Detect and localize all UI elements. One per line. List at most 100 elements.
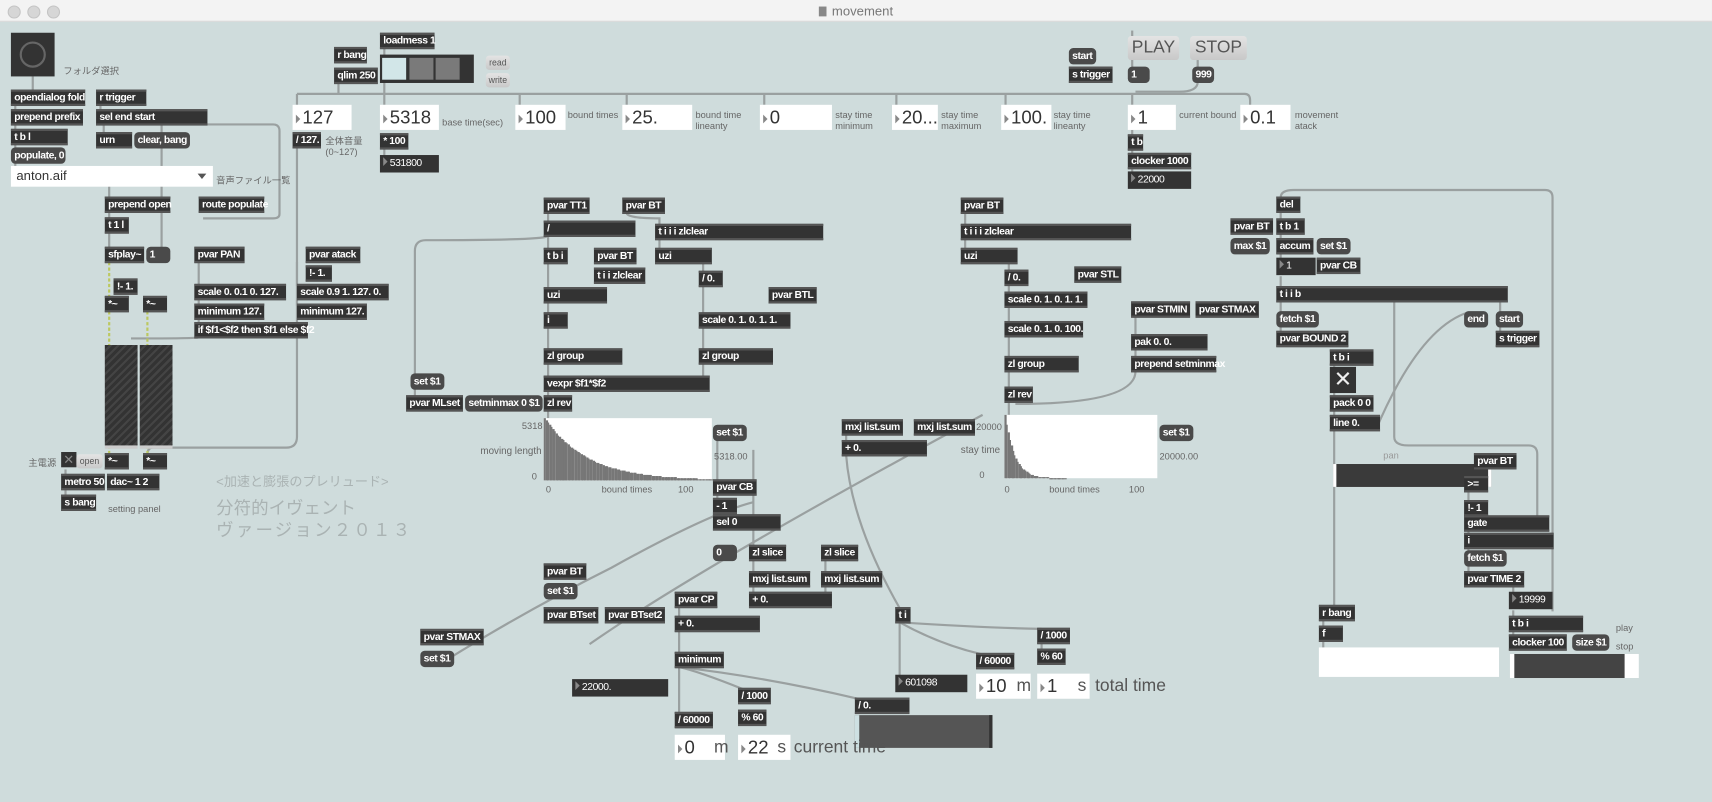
stay-time-multislider[interactable] (1004, 414, 1158, 479)
max-object: minimum 127. (296, 303, 367, 320)
stay-time-maximum-number[interactable]: 20... (892, 104, 938, 130)
message-box[interactable]: start (1495, 311, 1523, 328)
message-box[interactable]: fetch $1 (1464, 550, 1507, 567)
preset-slot-2[interactable] (409, 57, 434, 80)
minimize-window-button[interactable] (27, 5, 41, 19)
multislider-bar (1041, 477, 1044, 479)
stay-chart-readout: 20000.00 (1159, 450, 1199, 462)
total-minutes-unit: m (1016, 676, 1032, 696)
max-object: metro 50 (61, 473, 105, 491)
multislider-bar (552, 429, 555, 481)
preset-slot-3[interactable] (435, 57, 460, 80)
bound-times-number[interactable]: 100 (515, 104, 566, 130)
play-button[interactable]: PLAY (1127, 36, 1180, 61)
current-minutes-number[interactable]: 0 (674, 734, 725, 760)
multislider-bar (621, 470, 624, 481)
max-object: scale 0. 1. 0. 100. (1004, 320, 1084, 338)
multislider-bar (1031, 475, 1035, 479)
multislider-bar (1028, 473, 1032, 479)
max-object: uzi (543, 287, 608, 304)
stop-button[interactable]: STOP (1190, 36, 1247, 61)
message-box[interactable]: set $1 (420, 650, 454, 668)
max-object: s bang (61, 494, 97, 511)
message-box[interactable]: set $1 (1159, 424, 1193, 442)
message-box[interactable]: 0 (712, 544, 737, 562)
message-box[interactable]: set $1 (410, 373, 444, 390)
message-box[interactable]: set $1 (712, 424, 747, 442)
bound-time-linearity-number[interactable]: 25. (622, 104, 693, 130)
message-box[interactable]: max $1 (1230, 238, 1270, 255)
pan-label: pan (1383, 449, 1399, 461)
open-dsp-button[interactable]: open (76, 454, 103, 469)
progress-slider[interactable] (854, 715, 993, 748)
current-seconds-number[interactable]: 22 (738, 734, 791, 760)
multislider-bar (580, 454, 584, 481)
stay-time-minimum-number[interactable]: 0 (759, 104, 832, 130)
moving-chart-xlabel: bound times (601, 483, 653, 495)
multislider-bar (632, 472, 636, 481)
version-heading: ヴァージョン２０１３ (216, 521, 413, 541)
multislider-bar (577, 452, 580, 481)
stay-chart-xmax: 100 (1128, 483, 1145, 495)
max-object: scale 0.9 1. 127. 0. (296, 283, 389, 301)
message-box[interactable]: 999 (1192, 66, 1215, 83)
total-seconds-number[interactable]: 1 (1037, 673, 1090, 699)
preset-box[interactable] (379, 54, 474, 83)
folder-select-button[interactable] (10, 32, 55, 77)
multislider-bar (627, 471, 631, 481)
write-button[interactable]: write (485, 73, 510, 88)
max-object: t 1 l (104, 217, 129, 234)
max-object: qlim 250 (334, 67, 378, 85)
max-object: uzi (655, 247, 712, 265)
power-toggle[interactable]: ✕ (61, 452, 77, 468)
number-box[interactable]: 601098 (895, 674, 968, 693)
close-window-button[interactable] (7, 5, 21, 19)
toggle-x[interactable]: ✕ (1329, 366, 1357, 394)
message-box[interactable]: setminmax 0 $1 (465, 395, 543, 412)
message-box[interactable]: size $1 (1572, 634, 1610, 651)
read-button[interactable]: read (485, 55, 510, 70)
stay-time-linearity-number[interactable]: 100. (1001, 104, 1052, 130)
multislider-bar (693, 478, 696, 481)
current-bound-number[interactable]: 1 (1127, 104, 1176, 130)
message-box[interactable]: end (1464, 311, 1488, 328)
max-object: + 0. (748, 591, 832, 609)
max-object: line 0. (1329, 414, 1381, 432)
multislider-bar (555, 433, 558, 481)
clocker-progress-slider[interactable] (1509, 653, 1639, 679)
number-box[interactable]: 531800 (379, 155, 439, 173)
master-volume-number[interactable]: 127 (292, 104, 352, 130)
number-box[interactable]: 1 (1276, 257, 1316, 276)
pan-slider[interactable] (1333, 464, 1492, 487)
message-box[interactable]: populate, 0 (10, 147, 66, 164)
number-box[interactable]: 22000. (572, 679, 669, 697)
message-box[interactable]: clear, bang (134, 132, 191, 149)
movement-attack-number[interactable]: 0.1 (1240, 104, 1291, 130)
moving-chart-ymax: 5318 (521, 420, 543, 432)
stay-time-linearity-label: stay time lineanty (1053, 109, 1091, 132)
multislider-bar (658, 476, 661, 481)
message-box[interactable]: set $1 (1316, 238, 1351, 255)
multislider-bar (626, 471, 629, 481)
multislider-bar (550, 427, 553, 481)
message-box[interactable]: 1 (146, 246, 171, 264)
preset-slot-1[interactable] (382, 57, 407, 80)
base-time-number[interactable]: 5318 (379, 104, 439, 130)
message-box[interactable]: 1 (1127, 66, 1150, 83)
max-object: pvar BT (543, 563, 586, 580)
zoom-window-button[interactable] (46, 5, 61, 19)
message-box[interactable]: fetch $1 (1276, 311, 1319, 328)
audio-file-menu[interactable]: anton.aif (10, 165, 213, 187)
moving-length-multislider[interactable] (543, 418, 714, 481)
number-box[interactable]: 22000 (1127, 171, 1192, 189)
message-box[interactable]: set $1 (543, 583, 578, 600)
multislider-bar (678, 477, 681, 481)
multislider-bar (1045, 477, 1048, 479)
max-object: r trigger (96, 89, 147, 106)
total-minutes-number[interactable]: 10 (976, 673, 1031, 699)
multislider-bar (1039, 476, 1042, 479)
number-box[interactable]: 19999 (1508, 591, 1553, 610)
multislider-bar (595, 462, 599, 481)
message-box[interactable]: start (1068, 48, 1096, 65)
